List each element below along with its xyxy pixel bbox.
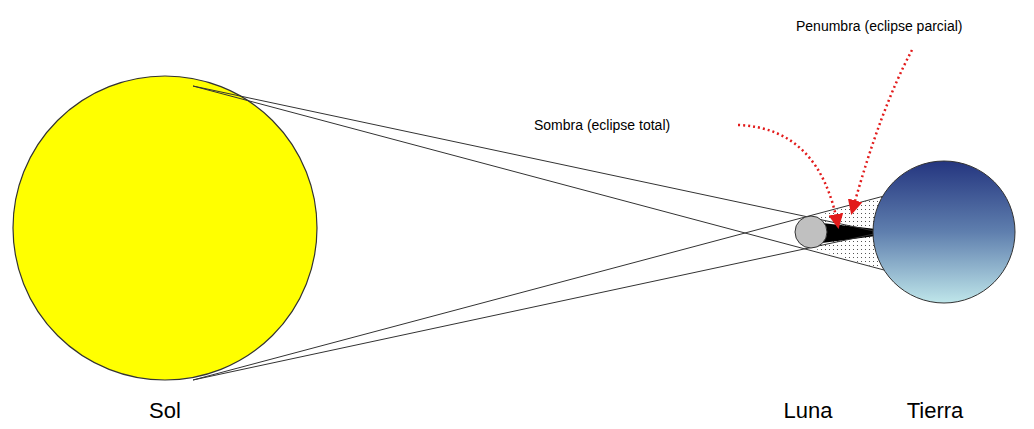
umbra-label: Sombra (eclipse total) <box>534 117 670 133</box>
umbra-pointer <box>738 125 838 226</box>
earth-label: Tierra <box>907 398 964 424</box>
sun-label: Sol <box>149 398 181 424</box>
moon-circle <box>795 216 827 248</box>
earth-circle <box>873 161 1015 303</box>
penumbra-pointer <box>852 50 912 212</box>
penumbra-label: Penumbra (eclipse parcial) <box>796 18 963 34</box>
sun-circle <box>13 76 317 380</box>
light-rays <box>193 86 884 380</box>
moon-label: Luna <box>784 398 833 424</box>
